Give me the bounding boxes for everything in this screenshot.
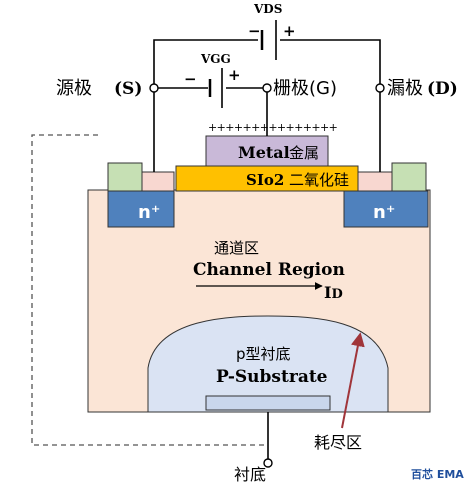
depletion-arrow — [341, 332, 365, 429]
source-metal-contact — [141, 171, 175, 192]
metal-label-en: Metal — [238, 143, 290, 162]
body-label: 衬底 — [234, 465, 266, 484]
drain-symbol: (D) — [427, 79, 458, 99]
body-terminal — [263, 458, 273, 468]
source-label: 源极 — [56, 78, 92, 99]
oxide-layer — [175, 165, 359, 192]
gate-terminal — [262, 83, 272, 93]
body-dashed-wire — [31, 134, 268, 446]
drain-terminal — [375, 83, 385, 93]
drain-metal-contact — [357, 171, 393, 192]
substrate-label-cn: p型衬底 — [236, 345, 291, 363]
source-symbol: (S) — [114, 79, 142, 99]
vds-wire — [153, 39, 381, 88]
gate-charges: +++++++++++++++ — [208, 121, 338, 134]
n-plus-left-label: n⁺ — [138, 202, 160, 223]
substrate-label-en: P-Substrate — [216, 367, 328, 387]
gate-label: 栅极(G) — [273, 78, 337, 99]
vgg-minus: − — [184, 70, 197, 88]
n-plus-source-region — [107, 190, 175, 228]
drain-label: 漏极 — [387, 78, 423, 99]
channel-label-cn: 通道区 — [214, 239, 259, 257]
source-contact-pad — [107, 162, 143, 192]
depletion-region — [147, 315, 389, 413]
vgg-plus: + — [228, 66, 241, 84]
depletion-base-block — [205, 395, 331, 411]
metal-gate — [205, 135, 329, 167]
drain-contact-pad — [391, 162, 427, 192]
vgg-label: VGG — [200, 52, 231, 66]
source-terminal — [149, 83, 159, 93]
oxide-label-en: SIo2 — [246, 171, 284, 189]
n-plus-right-label: n⁺ — [373, 202, 395, 223]
channel-label-en: Channel Region — [193, 260, 345, 280]
brand-logo: 百芯 EMA — [411, 467, 464, 481]
vds-minus: − — [248, 22, 261, 40]
metal-label-cn: 金属 — [289, 144, 319, 162]
oxide-label-cn: 二氧化硅 — [289, 171, 349, 189]
vds-plus: + — [283, 22, 296, 40]
n-plus-drain-region — [343, 190, 429, 228]
vds-label: VDS — [253, 2, 282, 16]
depletion-label: 耗尽区 — [314, 433, 362, 452]
drain-current-label: ID — [324, 283, 343, 302]
